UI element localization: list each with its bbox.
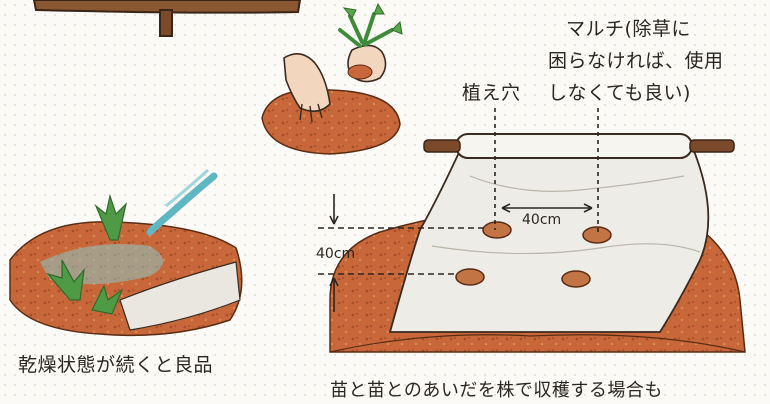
horizontal-spacing-label: 40cm <box>522 212 561 228</box>
raised-bed-with-mulch <box>330 134 745 352</box>
hand-with-seedling <box>340 4 402 82</box>
mulch-label-line-2: 困らなければ、使用 <box>548 48 724 74</box>
dry-mound-with-plants <box>10 170 242 335</box>
bottom-caption-partial: 苗と苗とのあいだを株で収穫する場合も <box>330 378 663 404</box>
mulch-label-line-1: マルチ(除草に <box>566 16 691 42</box>
vertical-spacing-label: 40cm <box>316 246 355 262</box>
planting-hole-label: 植え穴 <box>462 80 521 106</box>
wooden-sign-fragment <box>34 0 300 36</box>
mulch-label-line-3: しなくても良い) <box>548 80 691 106</box>
dry-condition-caption: 乾燥状態が続くと良品 <box>18 352 213 378</box>
